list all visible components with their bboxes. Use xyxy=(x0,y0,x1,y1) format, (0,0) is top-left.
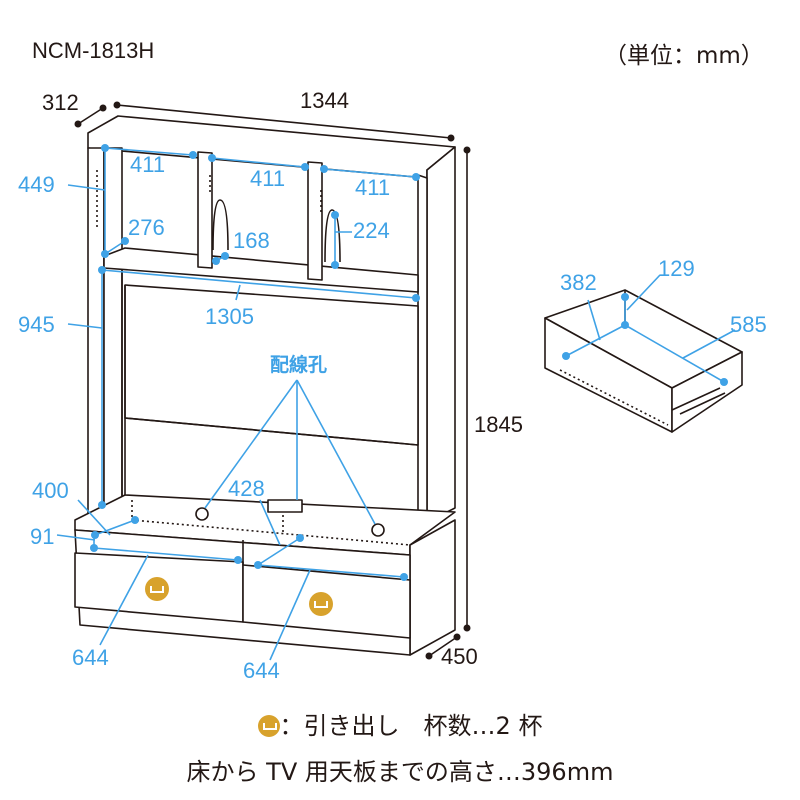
drawer-detail: 382 129 585 xyxy=(544,256,767,433)
outer-dimensions: 312 1344 1845 450 xyxy=(42,88,523,669)
dim-shelf-width-2: 411 xyxy=(250,166,285,191)
dim-shelf-width-1: 411 xyxy=(130,152,165,177)
dim-slot-168: 168 xyxy=(233,228,270,253)
drawer-legend-text: ：引き出し 杯数…2 杯 xyxy=(279,712,543,740)
tv-stand xyxy=(74,494,456,656)
dim-tv-height: 945 xyxy=(18,312,55,337)
drawer-knob-icon xyxy=(309,592,333,616)
dim-tv-width: 1305 xyxy=(205,304,254,329)
dim-drawer-inner-width: 585 xyxy=(730,312,767,337)
inner-dimensions: 449 411 411 411 276 168 224 945 1305 配線孔… xyxy=(18,144,420,683)
dim-width: 1344 xyxy=(300,88,349,113)
dim-lower-depth: 400 xyxy=(32,478,69,503)
dim-drawer-height: 129 xyxy=(658,256,695,281)
dim-center-depth: 428 xyxy=(228,476,265,501)
dim-lower-height: 91 xyxy=(30,524,54,549)
tv-height-note: 床から TV 用天板までの高さ…396mm xyxy=(186,758,614,786)
drawer-legend: ：引き出し 杯数…2 杯 xyxy=(0,706,800,741)
dim-slot-224: 224 xyxy=(353,218,390,243)
upper-hutch xyxy=(87,115,456,531)
dim-drawer-width-left: 644 xyxy=(72,645,109,670)
dim-upper-height: 449 xyxy=(18,172,55,197)
dim-shelf-width-3: 411 xyxy=(355,175,390,200)
dim-drawer-width-right: 644 xyxy=(243,658,280,683)
unit-label: （単位：mm） xyxy=(604,43,764,69)
dim-shelf-depth: 276 xyxy=(128,215,165,240)
model-number: NCM-1813H xyxy=(32,38,155,63)
dim-depth-top: 312 xyxy=(42,90,79,115)
wiring-hole-label: 配線孔 xyxy=(270,353,327,376)
drawer-knob-icon xyxy=(145,577,169,601)
dim-depth-base: 450 xyxy=(441,644,478,669)
dim-drawer-depth: 382 xyxy=(560,270,597,295)
dim-height: 1845 xyxy=(474,412,523,437)
drawer-knob-icon xyxy=(257,715,280,737)
